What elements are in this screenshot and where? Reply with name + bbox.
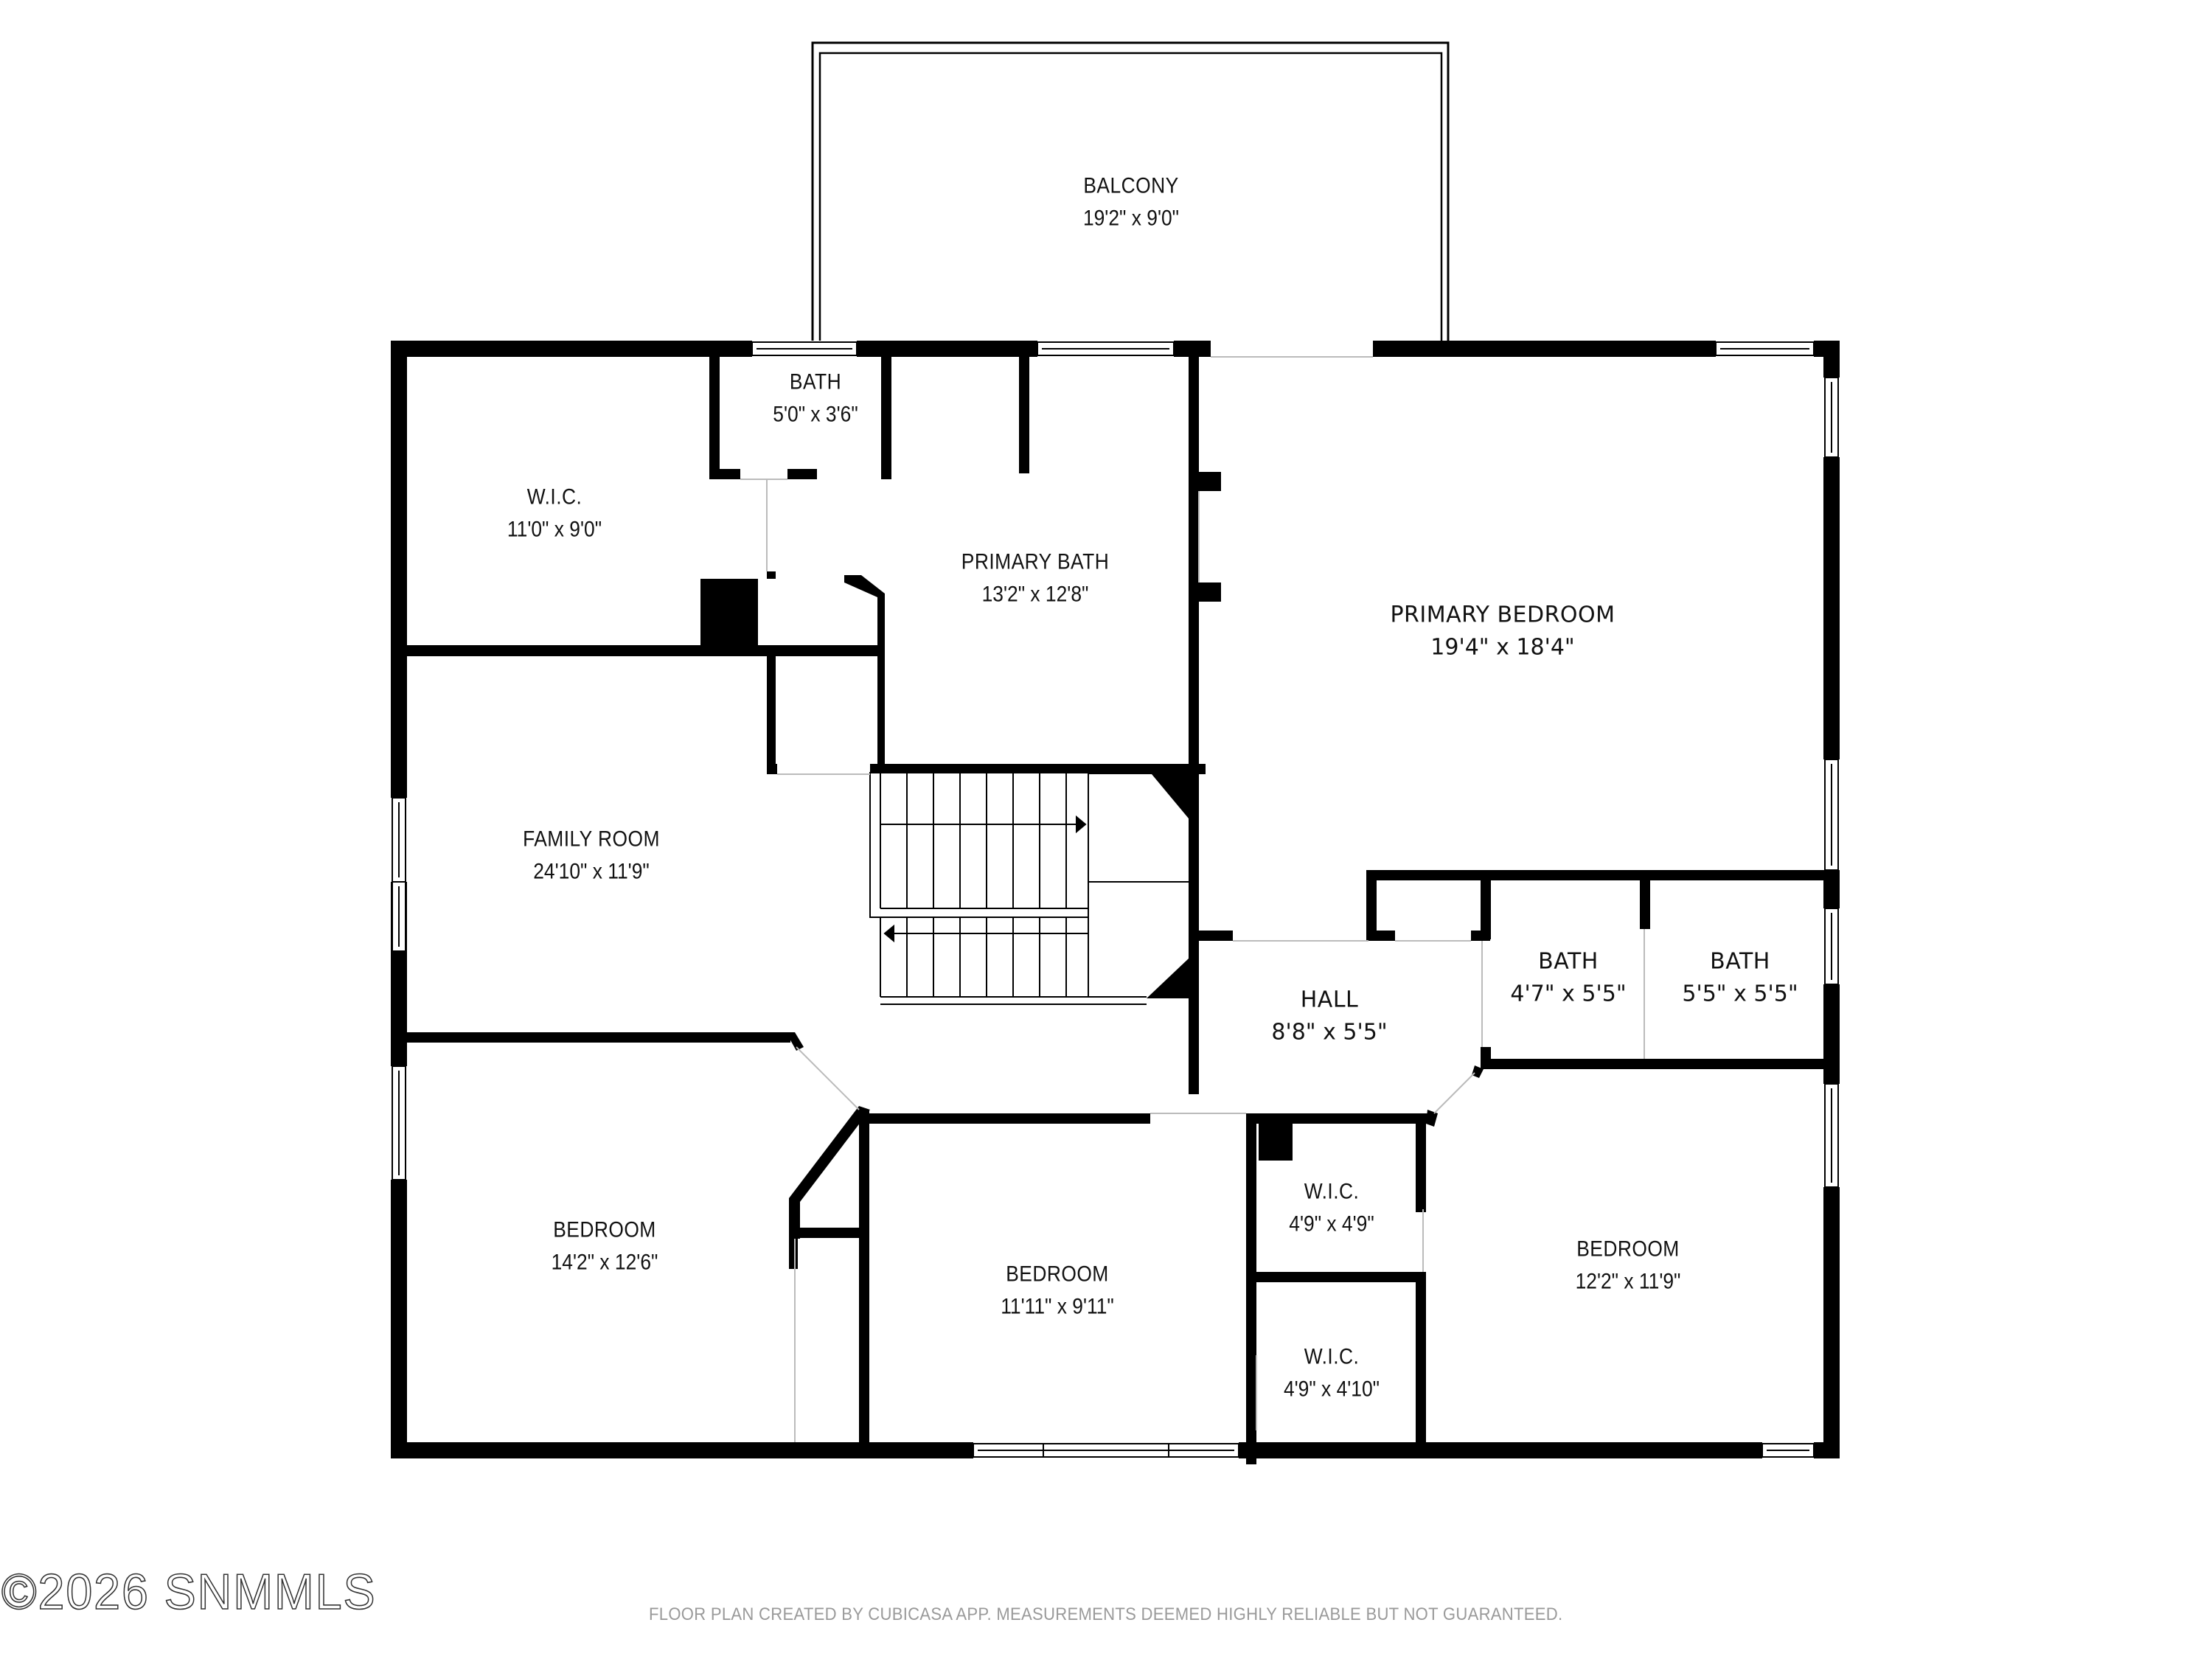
room-name: BEDROOM [1576,1237,1680,1262]
room-name: BATH [789,369,842,394]
room-label-wic-upper-small: W.I.C. 4'9" x 4'9" [1283,1176,1380,1240]
room-dimensions: 19'2" x 9'0" [1082,206,1180,230]
room-label-hall: HALL 8'8" x 5'5" [1271,984,1387,1048]
room-name: BEDROOM [1006,1262,1109,1287]
door-openings [740,356,1645,1442]
room-dimensions: 11'0" x 9'0" [507,517,602,541]
room-name: BATH [1710,948,1770,975]
room-name: BALCONY [1083,173,1179,198]
room-dimensions: 12'2" x 11'9" [1575,1269,1681,1293]
room-dimensions: 19'4" x 18'4" [1430,634,1575,660]
room-dimensions: 4'7" x 5'5" [1510,981,1627,1006]
room-dimensions: 5'0" x 3'6" [773,402,858,426]
room-dimensions: 5'5" x 5'5" [1682,981,1798,1006]
windows [392,341,1839,1458]
room-label-bath-hall-1: BATH 4'7" x 5'5" [1510,946,1626,1010]
room-name: W.I.C. [1304,1179,1360,1204]
room-dimensions: 24'10" x 11'9" [533,859,650,883]
room-name: PRIMARY BATH [961,549,1110,574]
room-name: PRIMARY BEDROOM [1390,602,1615,628]
room-label-bedroom-west: BEDROOM 14'2" x 12'6" [544,1214,666,1279]
room-label-bath-hall-2: BATH 5'5" x 5'5" [1682,946,1798,1010]
room-label-wic-lower-small: W.I.C. 4'9" x 4'10" [1277,1341,1386,1405]
staircase [869,772,1189,1005]
room-label-primary-bath: PRIMARY BATH 13'2" x 12'8" [951,546,1119,611]
room-dimensions: 4'9" x 4'10" [1283,1377,1380,1401]
room-name: FAMILY ROOM [523,827,660,852]
room-label-bedroom-east: BEDROOM 12'2" x 11'9" [1568,1234,1688,1298]
disclaimer-text: FLOOR PLAN CREATED BY CUBICASA APP. MEAS… [649,1604,1563,1624]
room-label-family-room: FAMILY ROOM 24'10" x 11'9" [513,824,669,888]
room-label-bath-upper: BATH 5'0" x 3'6" [767,366,863,431]
room-dimensions: 13'2" x 12'8" [981,582,1089,606]
room-name: HALL [1300,987,1359,1013]
room-name: BATH [1538,948,1599,975]
room-name: BEDROOM [553,1217,656,1242]
room-label-balcony: BALCONY 19'2" x 9'0" [1077,170,1186,234]
room-name: W.I.C. [1304,1344,1360,1369]
room-label-wic-primary: W.I.C. 11'0" x 9'0" [501,481,608,546]
balcony-railing [811,41,1450,341]
room-dimensions: 8'8" x 5'5" [1271,1019,1388,1045]
room-dimensions: 14'2" x 12'6" [551,1250,658,1274]
copyright-watermark: ©2026 SNMMLS [1,1563,377,1621]
room-label-bedroom-center: BEDROOM 11'11" x 9'11" [993,1259,1122,1323]
interior-walls [407,347,1823,1464]
room-dimensions: 4'9" x 4'9" [1289,1211,1374,1236]
room-name: W.I.C. [526,484,582,509]
room-label-primary-bedroom: PRIMARY BEDROOM 19'4" x 18'4" [1390,599,1615,664]
room-dimensions: 11'11" x 9'11" [1001,1294,1114,1318]
